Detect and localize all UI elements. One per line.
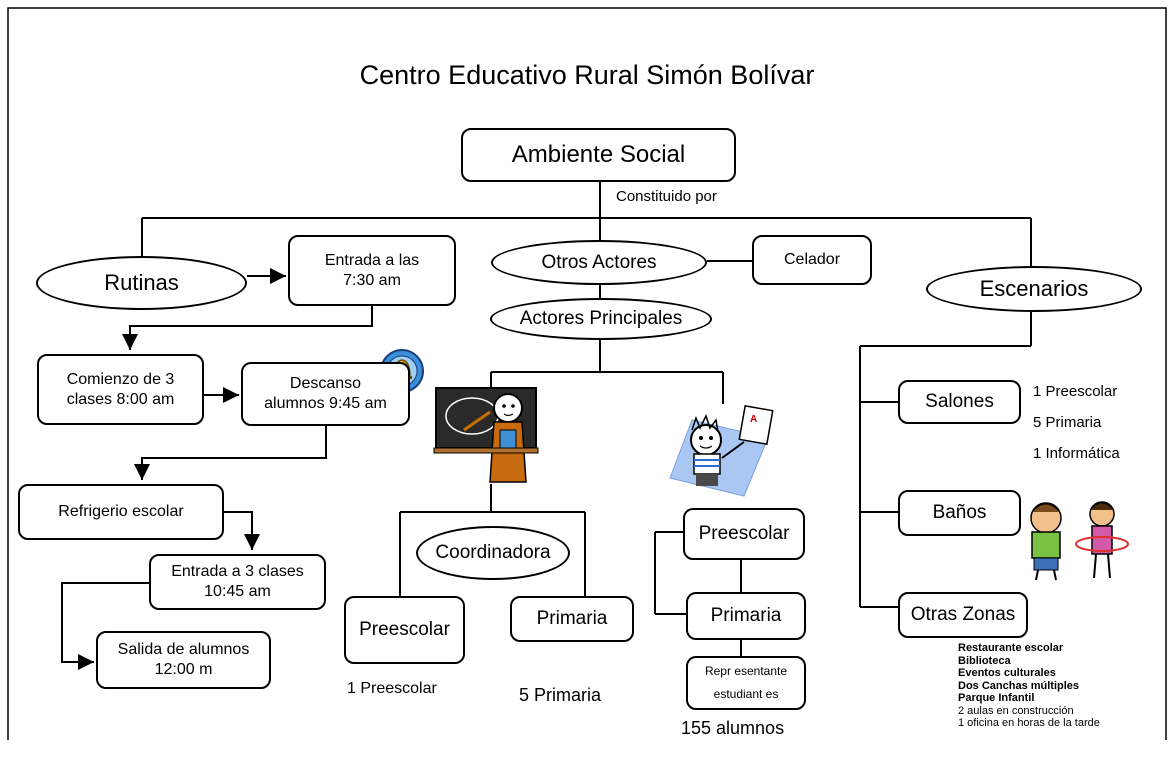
estudiantes-preescolar-node: Preescolar — [683, 508, 805, 560]
alumnos-count: 155 alumnos — [681, 718, 785, 738]
routine-step-6: Salida de alumnos 12:00 m — [96, 631, 271, 689]
actores-principales-node: Actores Principales — [490, 298, 712, 340]
zona-item: Restaurante escolar — [958, 642, 1064, 654]
zona-item: Parque Infantil — [958, 692, 1035, 704]
salones-detail-item: 1 Informática — [1033, 445, 1120, 462]
celador-node: Celador — [752, 235, 872, 285]
routine-step-3: Descanso alumnos 9:45 am — [241, 362, 410, 426]
salones-node: Salones — [898, 380, 1021, 424]
otras-zonas-list: Restaurante escolar Biblioteca Eventos c… — [958, 642, 1100, 730]
page-border — [7, 7, 1167, 740]
diagram-title: Centro Educativo Rural Simón Bolívar — [359, 60, 815, 90]
salones-detail: 1 Preescolar 5 Primaria 1 Informática — [1033, 376, 1120, 469]
zona-item: 2 aulas en construcción — [958, 704, 1074, 717]
docentes-preescolar-count: 1 Preescolar — [347, 680, 437, 697]
connector-lines — [141, 182, 1032, 656]
routine-step-2: Comienzo de 3 clases 8:00 am — [37, 354, 204, 425]
student-icon: A — [669, 404, 774, 497]
salones-detail-item: 5 Primaria — [1033, 414, 1102, 431]
escenarios-node: Escenarios — [926, 266, 1142, 312]
root-caption: Constituido por — [616, 188, 717, 205]
routine-step-4: Refrigerio escolar — [18, 484, 224, 540]
teacher-icon — [433, 387, 539, 483]
otros-actores-node: Otros Actores — [491, 240, 707, 285]
banos-node: Baños — [898, 490, 1021, 536]
svg-text:A: A — [750, 414, 757, 425]
docentes-preescolar-node: Preescolar — [344, 596, 465, 664]
ambiente-social-node: Ambiente Social — [461, 128, 736, 182]
routine-step-1: Entrada a las 7:30 am — [288, 235, 456, 306]
routine-arrows — [61, 268, 373, 670]
zona-item: Dos Canchas múltiples — [958, 679, 1080, 692]
docentes-primaria-count: 5 Primaria — [519, 685, 602, 705]
estudiantes-primaria-node: Primaria — [686, 592, 806, 640]
rutinas-node: Rutinas — [36, 256, 247, 310]
children-icon — [1030, 501, 1129, 581]
routine-step-5: Entrada a 3 clases 10:45 am — [149, 554, 326, 610]
zona-item: Eventos culturales — [958, 667, 1056, 679]
zona-item: Biblioteca — [958, 654, 1011, 667]
representante-node: Repr esentante estudiant es — [686, 656, 806, 710]
coordinadora-node: Coordinadora — [416, 526, 570, 580]
docentes-primaria-node: Primaria — [510, 596, 634, 642]
zona-item: 1 oficina en horas de la tarde — [958, 717, 1100, 729]
salones-detail-item: 1 Preescolar — [1033, 383, 1118, 400]
otras-zonas-node: Otras Zonas — [898, 592, 1028, 638]
